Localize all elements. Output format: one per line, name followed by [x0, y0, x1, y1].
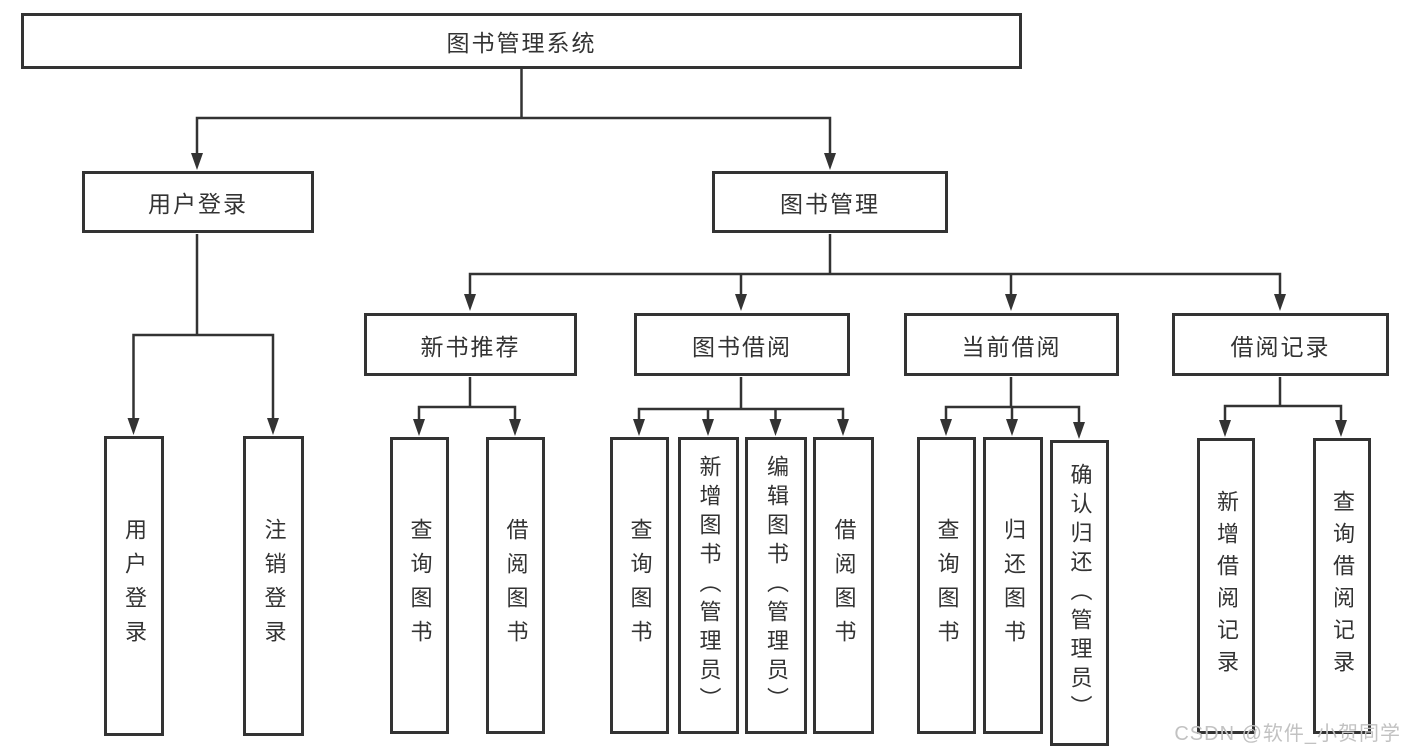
watermark: CSDN @软件_小贺同学 — [1174, 723, 1401, 745]
node-new-book-recommend: 新书推荐 — [364, 313, 577, 376]
node-user-login-label: 用户登录 — [148, 191, 248, 217]
leaf-borrow-books-recommend: 借阅图书 — [486, 437, 545, 734]
leaf-add-book-admin-label: 新增图书（管理员） — [696, 455, 722, 716]
leaf-query-books-recommend: 查询图书 — [390, 437, 449, 734]
leaf-query-borrow-record-label: 查询借阅记录 — [1330, 490, 1355, 682]
node-book-management-label: 图书管理 — [780, 191, 880, 217]
leaf-logout-label: 注销登录 — [261, 518, 287, 654]
leaf-edit-book-admin: 编辑图书（管理员） — [745, 437, 807, 734]
leaf-borrow-books: 借阅图书 — [813, 437, 874, 734]
leaf-add-borrow-record-label: 新增借阅记录 — [1214, 490, 1239, 682]
node-current-borrow-label: 当前借阅 — [961, 333, 1062, 360]
node-root-label: 图书管理系统 — [446, 30, 597, 56]
leaf-user-login-label: 用户登录 — [122, 518, 147, 654]
leaf-confirm-return-admin-label: 确认归还（管理员） — [1067, 462, 1093, 724]
node-book-borrow: 图书借阅 — [634, 313, 850, 376]
leaf-add-borrow-record: 新增借阅记录 — [1197, 438, 1255, 734]
leaf-borrow-books-recommend-label: 借阅图书 — [503, 517, 529, 654]
leaf-user-login: 用户登录 — [104, 436, 164, 736]
leaf-query-books-borrow-label: 查询图书 — [627, 517, 653, 654]
leaf-add-book-admin: 新增图书（管理员） — [678, 437, 739, 734]
node-borrow-records: 借阅记录 — [1172, 313, 1389, 376]
node-new-book-recommend-label: 新书推荐 — [420, 333, 521, 360]
leaf-confirm-return-admin: 确认归还（管理员） — [1050, 440, 1109, 746]
node-user-login: 用户登录 — [82, 171, 314, 233]
leaf-query-books-recommend-label: 查询图书 — [407, 517, 433, 654]
node-root: 图书管理系统 — [21, 13, 1022, 69]
node-book-borrow-label: 图书借阅 — [692, 333, 792, 360]
node-book-management: 图书管理 — [712, 171, 948, 233]
node-borrow-records-label: 借阅记录 — [1230, 333, 1331, 360]
leaf-query-books-current-label: 查询图书 — [934, 517, 960, 654]
leaf-query-books-borrow: 查询图书 — [610, 437, 669, 734]
leaf-logout: 注销登录 — [243, 436, 304, 736]
leaf-return-book: 归还图书 — [983, 437, 1043, 734]
node-current-borrow: 当前借阅 — [904, 313, 1119, 376]
leaf-query-books-current: 查询图书 — [917, 437, 976, 734]
leaf-edit-book-admin-label: 编辑图书（管理员） — [764, 455, 789, 716]
leaf-return-book-label: 归还图书 — [1001, 517, 1026, 654]
leaf-query-borrow-record: 查询借阅记录 — [1313, 438, 1371, 734]
leaf-borrow-books-label: 借阅图书 — [831, 517, 857, 654]
